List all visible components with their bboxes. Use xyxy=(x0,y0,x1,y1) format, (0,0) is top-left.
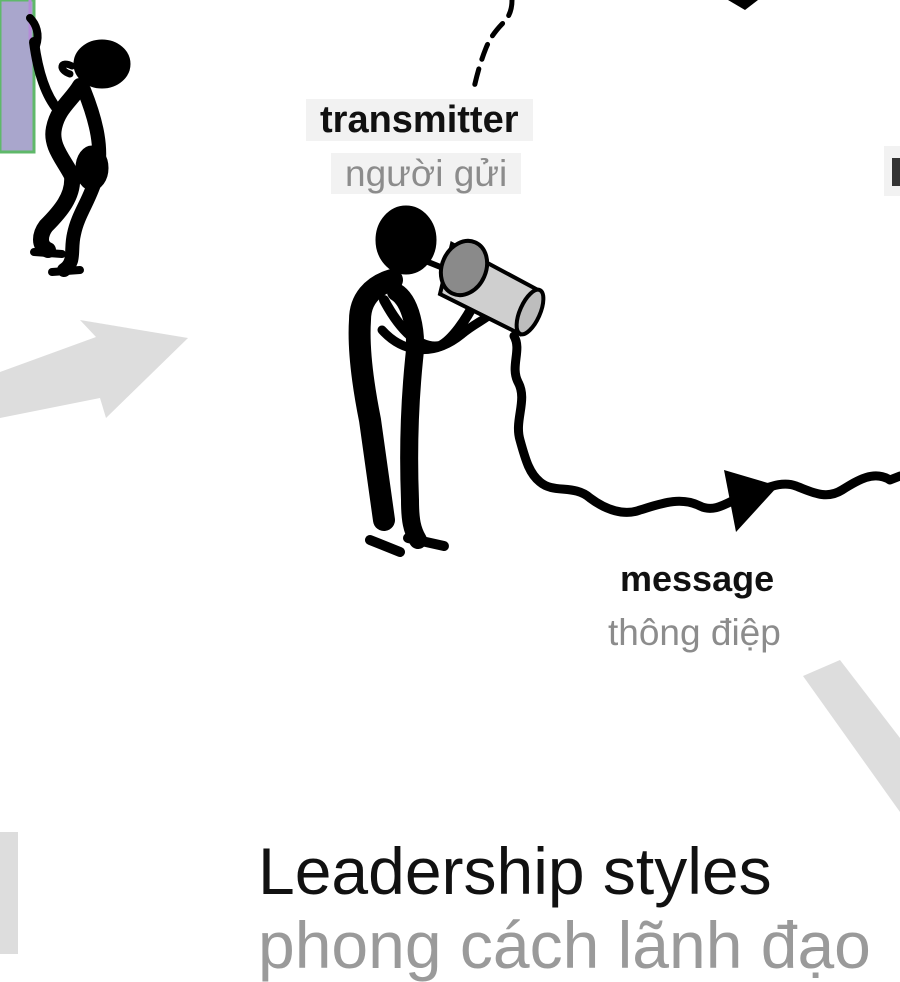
gray-bar-bottom-left xyxy=(0,832,18,954)
signal-string xyxy=(509,331,900,517)
gray-arrow-right xyxy=(803,660,900,812)
section-title-vi: phong cách lãnh đạo xyxy=(258,908,871,982)
message-label-vi: thông điệp xyxy=(608,612,781,653)
section-title: Leadership styles xyxy=(258,834,772,908)
gray-arrow-left xyxy=(0,320,188,418)
communication-diagram xyxy=(0,0,900,954)
message-label: message xyxy=(620,558,775,599)
tin-can-telephone xyxy=(437,238,546,337)
top-arrow-tip xyxy=(728,0,758,10)
transmitter-label-vi: người gửi xyxy=(331,153,522,194)
message-direction-arrow xyxy=(724,470,778,532)
dashed-signal-line xyxy=(471,0,515,91)
listener-figure xyxy=(26,14,131,277)
speaker-screen xyxy=(0,0,36,154)
receiver-label-edge-text xyxy=(892,158,900,186)
transmitter-label: transmitter xyxy=(306,99,533,141)
